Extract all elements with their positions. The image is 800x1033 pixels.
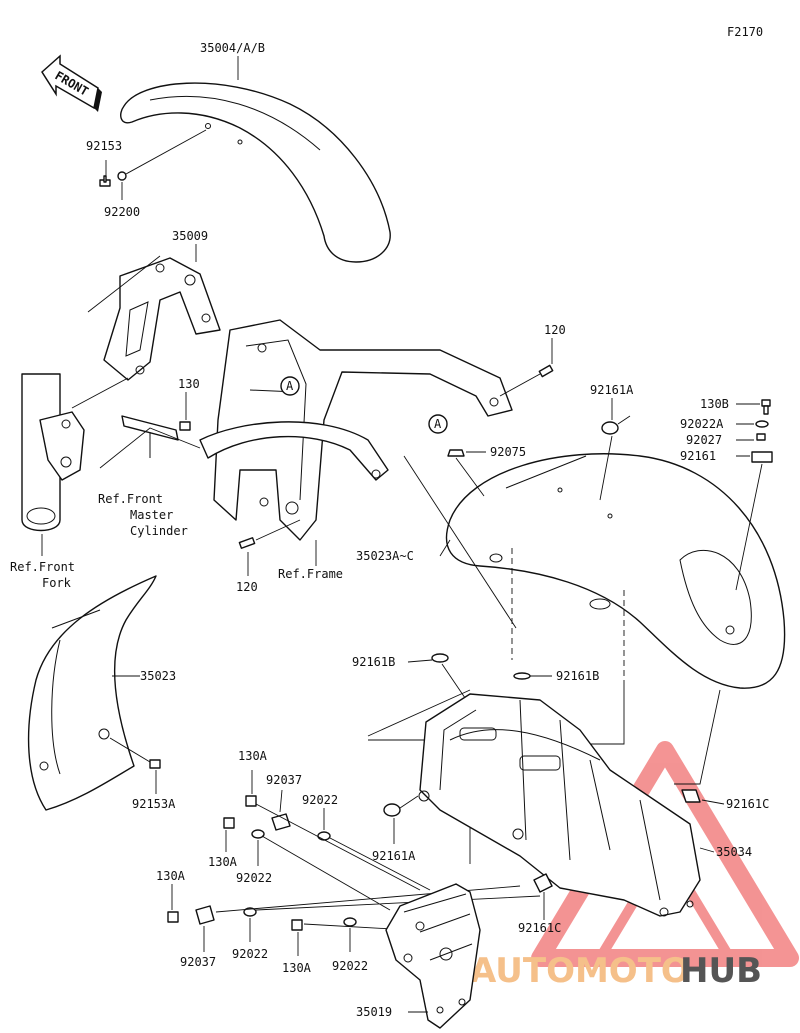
label-92037-1: 92037 [266,773,302,787]
label-92161A-top: 92161A [590,383,634,397]
label-35004: 35004/A/B [200,41,265,55]
label-92027: 92027 [686,433,722,447]
label-35023AC: 35023A~C [356,549,414,563]
ref-master-line2: Master [130,508,173,522]
callout-a-rear [428,414,448,434]
label-92161B-right: 92161B [556,669,599,683]
label-92161C-bottom: 92161C [518,921,561,935]
license-bracket-35019 [385,883,481,1029]
washer-92022-2-icon [251,829,265,839]
bolt-92153A-icon [149,759,161,769]
callout-a-frame-text: A [286,379,294,393]
damper-92161A-top-icon [601,421,619,435]
collar-92037-1-icon [271,813,291,831]
label-92022-4: 92022 [332,959,368,973]
label-120-top: 120 [544,323,566,337]
bolt-130A-1-icon [245,795,257,807]
label-92200: 92200 [104,205,140,219]
watermark-text-light: AUTOMOTO [470,951,690,991]
front-fork-tube [21,373,85,532]
callout-a-rear-text: A [434,417,442,431]
collar-92027-icon [756,433,766,441]
figure-code: F2170 [727,25,763,39]
bolt-130A-2-icon [223,817,235,829]
washer-92200-icon [117,171,127,181]
label-35019: 35019 [356,1005,392,1019]
washer-92022-1-icon [317,831,331,841]
callout-a-frame [280,376,300,396]
label-92022-1: 92022 [302,793,338,807]
label-130B: 130B [700,397,729,411]
label-92153A: 92153A [132,797,176,811]
label-92161A-bottom: 92161A [372,849,416,863]
label-35034: 35034 [716,845,752,859]
label-92037-2: 92037 [180,955,216,969]
rear-fender-35023AC [445,453,786,689]
washer-92022-3-icon [243,907,257,917]
front-fender-35004 [120,82,391,263]
bolt-120-top-icon [538,364,554,378]
label-92075: 92075 [490,445,526,459]
damper-92161-icon [751,451,773,463]
ref-master-line3: Cylinder [130,524,188,538]
label-130A-1: 130A [238,749,268,763]
label-92161C-right: 92161C [726,797,769,811]
label-92153: 92153 [86,139,122,153]
label-35009: 35009 [172,229,208,243]
label-92022-2: 92022 [236,871,272,885]
label-92161B-left: 92161B [352,655,395,669]
bolt-92153-icon [99,175,111,187]
fender-subframe-35034 [418,693,701,917]
label-92022A: 92022A [680,417,724,431]
watermark-text-dark: HUB [680,951,762,991]
label-35023: 35023 [140,669,176,683]
label-130: 130 [178,377,200,391]
grommet-92075-icon [447,449,465,457]
washer-92022A-icon [755,420,769,428]
label-92022-3: 92022 [232,947,268,961]
bolt-120-bottom-icon [238,537,256,549]
front-direction-arrow-icon [41,54,102,112]
label-ref-frame: Ref.Frame [278,567,343,581]
bolt-130-icon [179,421,191,431]
washer-92022-4-icon [343,917,357,927]
damper-92161C-right-icon [681,789,701,803]
collar-92037-2-icon [195,905,215,925]
label-120-bottom: 120 [236,580,258,594]
damper-92161A-bottom-icon [383,803,401,817]
damper-92161C-bottom-icon [533,873,553,893]
label-130A-4: 130A [282,961,312,975]
inner-fender-35023 [27,575,157,811]
ref-master-line1: Ref.Front [98,492,163,506]
bolt-130A-3-icon [167,911,179,923]
label-130A-2: 130A [208,855,238,869]
label-130A-3: 130A [156,869,186,883]
bolt-130A-4-icon [291,919,303,931]
pad-92161B-right-icon [513,672,531,680]
bracket-35009 [103,257,221,381]
ref-fork-line2: Fork [42,576,72,590]
ref-fork-line1: Ref.Front [10,560,75,574]
pad-92161B-left-icon [431,653,449,663]
main-frame [199,319,513,541]
bolt-130B-icon [761,399,771,415]
label-92161: 92161 [680,449,716,463]
